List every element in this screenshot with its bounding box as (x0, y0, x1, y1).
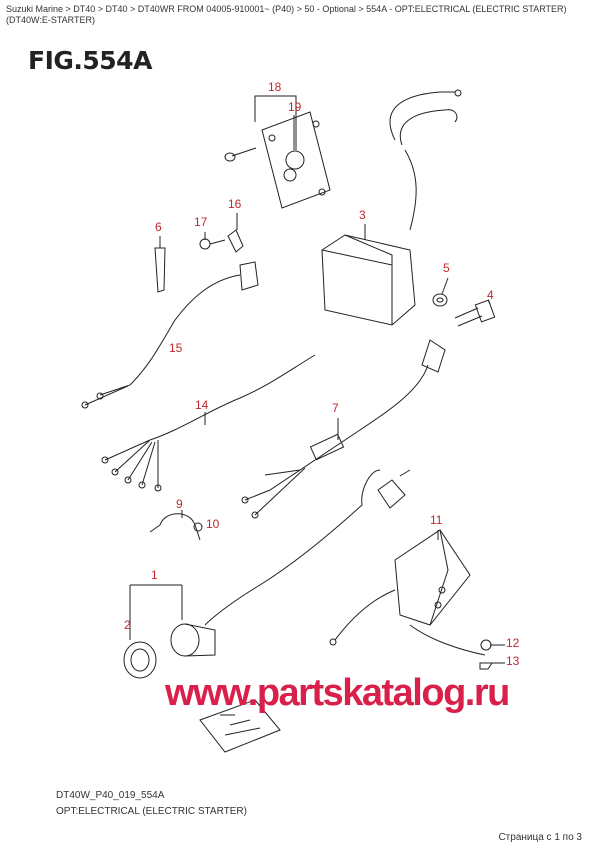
callout-14[interactable]: 14 (195, 398, 209, 412)
breadcrumb[interactable]: Suzuki Marine > DT40 > DT40 > DT40WR FRO… (6, 4, 567, 25)
callout-7[interactable]: 7 (332, 401, 339, 415)
callout-9[interactable]: 9 (176, 497, 183, 511)
diagram-code: DT40W_P40_019_554A (56, 790, 165, 801)
callout-16[interactable]: 16 (228, 197, 242, 211)
callout-17[interactable]: 17 (194, 215, 208, 229)
switch-plate (224, 111, 331, 209)
callout-19[interactable]: 19 (288, 100, 302, 114)
callout-1[interactable]: 1 (151, 568, 158, 582)
callout-2[interactable]: 2 (124, 618, 131, 632)
starter-relay-box (321, 234, 416, 326)
callout-5[interactable]: 5 (443, 261, 450, 275)
callout-3[interactable]: 3 (359, 208, 366, 222)
callout-18[interactable]: 18 (268, 80, 282, 94)
callout-6[interactable]: 6 (155, 220, 162, 234)
callout-15[interactable]: 15 (169, 341, 183, 355)
figure-title: FIG.554A (28, 46, 152, 75)
callout-4[interactable]: 4 (487, 288, 494, 302)
callout-10[interactable]: 10 (206, 517, 220, 531)
diagram-caption: OPT:ELECTRICAL (ELECTRIC STARTER) (56, 806, 247, 817)
watermark: www.partskatalog.ru (165, 672, 510, 714)
page-indicator: Страница с 1 по 3 (498, 832, 582, 843)
callout-12[interactable]: 12 (506, 636, 520, 650)
callout-11[interactable]: 11 (430, 513, 443, 527)
callout-13[interactable]: 13 (506, 654, 520, 668)
